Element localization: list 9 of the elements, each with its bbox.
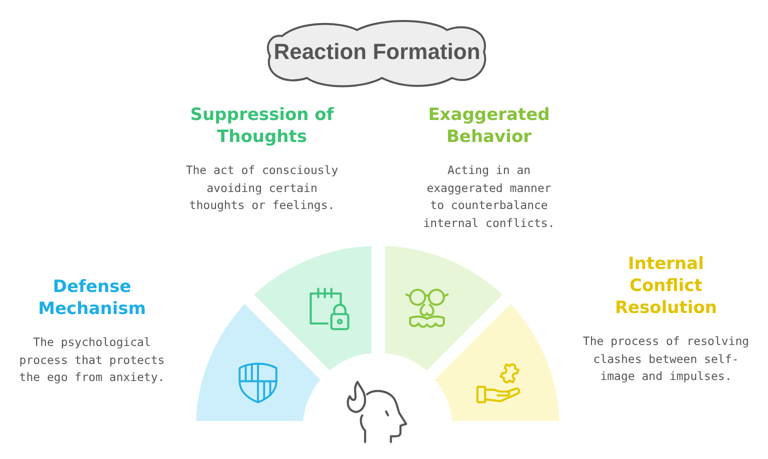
diagram-title: Reaction Formation xyxy=(274,39,480,65)
segment-description: The process of resolving clashes between self-image and impulses. xyxy=(582,333,750,385)
segment-heading: Defense Mechanism xyxy=(38,276,146,320)
segment-heading: Suppression of Thoughts xyxy=(190,104,334,148)
segment-description: The act of consciously avoiding certain thoughts or feelings. xyxy=(185,162,339,214)
segment-description: The psychological process that protects the ego from anxiety. xyxy=(18,334,166,386)
segment-heading: Exaggerated Behavior xyxy=(428,104,550,148)
segment-heading: Internal Conflict Resolution xyxy=(614,253,718,319)
segment-description: Acting in an exaggerated manner to counterbalance internal conflicts. xyxy=(422,162,556,232)
